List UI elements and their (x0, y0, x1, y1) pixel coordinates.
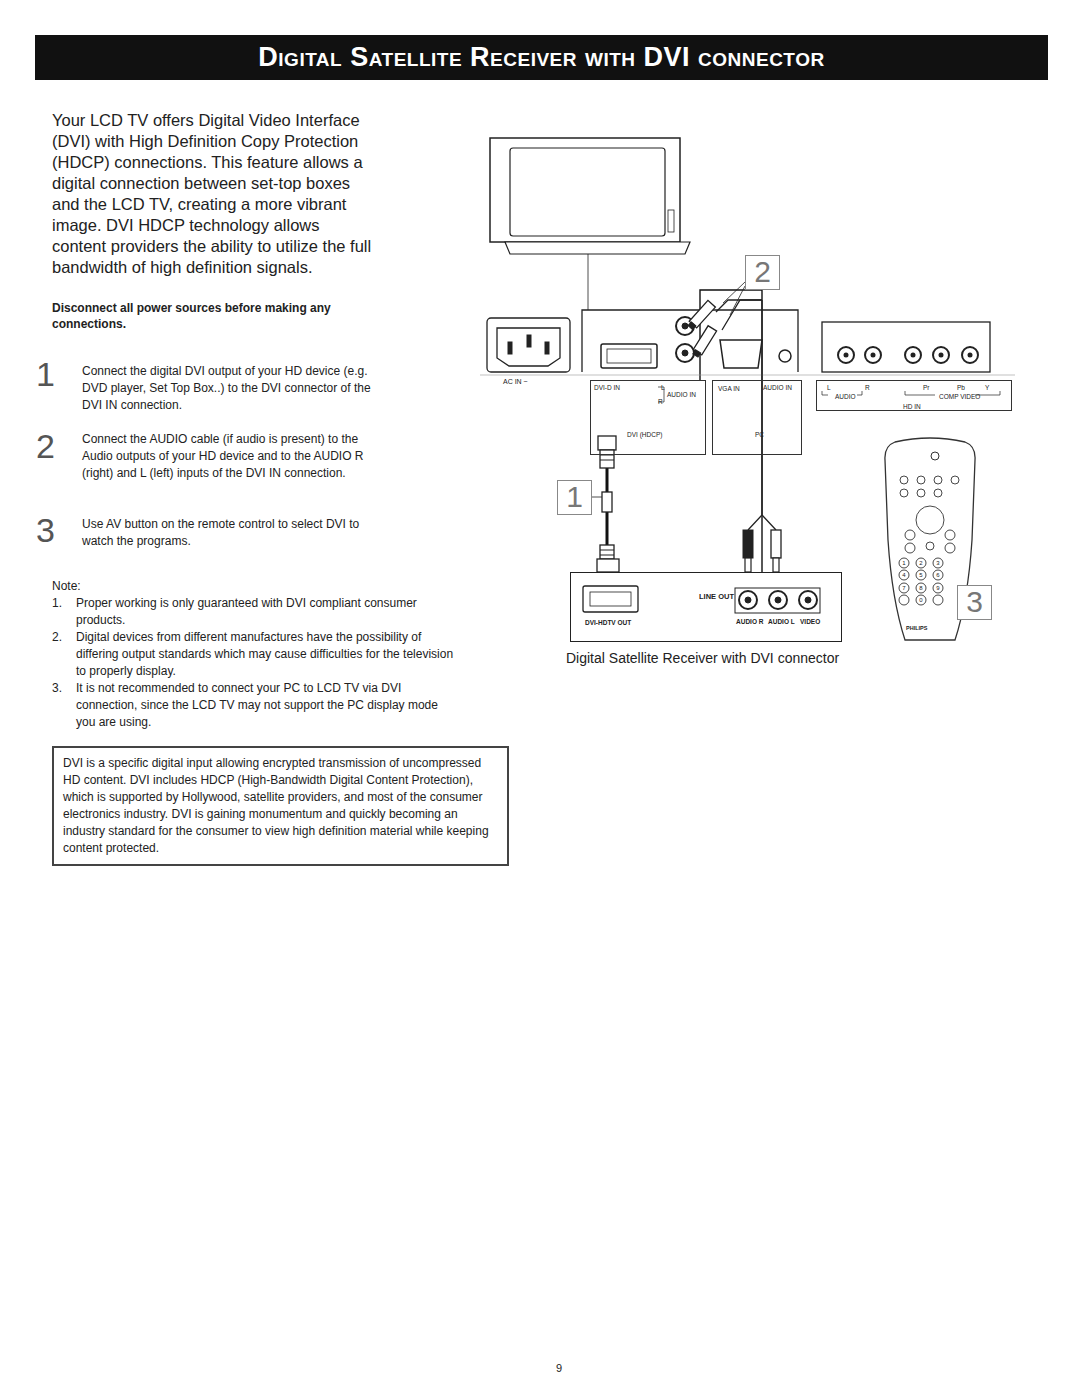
title: Digital Satellite Receiver with DVI conn… (35, 35, 1048, 80)
intro-text: Your LCD TV offers Digital Video Interfa… (52, 110, 372, 278)
port-label: DVI-D IN (594, 384, 620, 391)
warning-text: Disconnect all power sources before maki… (52, 300, 382, 332)
port-box: L R Pr Pb Y AUDIO COMP VIDEO HD IN (816, 380, 1012, 411)
step-text: Use AV button on the remote control to s… (82, 516, 387, 550)
port-label: COMP VIDEO (939, 393, 980, 400)
page-number: 9 (556, 1362, 562, 1375)
port-label: AUDIO IN (763, 384, 792, 391)
note-text: DVI is a specific digital input allowing… (54, 748, 507, 864)
remote-key: 1 (899, 560, 909, 567)
note-text: It is not recommended to connect your PC… (76, 680, 456, 731)
port-label: AC IN ~ (503, 378, 528, 386)
port-label: Pb (957, 384, 965, 391)
remote-key: 3 (933, 560, 943, 567)
caption: Digital Satellite Receiver with DVI conn… (566, 650, 839, 666)
port-label: Pr (923, 384, 930, 391)
callout-box: 1 (557, 480, 592, 515)
note-number: 1. (52, 595, 62, 612)
remote-key: 0 (916, 597, 926, 604)
step-text: Connect the AUDIO cable (if audio is pre… (82, 431, 377, 482)
port-label: DVI-HDTV OUT (585, 619, 631, 626)
step-number: 2 (36, 428, 55, 464)
remote-key: 8 (916, 585, 926, 592)
port-label: AUDIO L (768, 618, 795, 625)
remote-key: 9 (933, 585, 943, 592)
port-label: R (658, 398, 663, 405)
ac-inlet (487, 318, 570, 372)
dvi-plugs (597, 436, 619, 572)
port-box: DVI-D IN LAUDIO IN R DVI (HDCP) (590, 380, 706, 455)
input-panel (480, 310, 1015, 402)
callout-box: 3 (957, 585, 992, 620)
receiver-jacks (583, 586, 820, 613)
title-band: Digital Satellite Receiver with DVI conn… (35, 35, 1048, 80)
port-label: DVI (HDCP) (627, 431, 662, 438)
callout-number: 3 (958, 586, 991, 618)
port-label: VIDEO (800, 618, 820, 625)
step-number: 1 (36, 356, 55, 392)
note-text: Proper working is only guaranteed with D… (76, 595, 456, 629)
note-number: 3. (52, 680, 62, 697)
step-number: 3 (36, 512, 55, 548)
remote-key: 4 (899, 572, 909, 579)
remote-key: 6 (933, 572, 943, 579)
port-label: L (661, 384, 665, 391)
callout-box: 2 (745, 255, 780, 290)
port-label: AUDIO R (736, 618, 763, 625)
receiver-box: LINE OUT AUDIO R AUDIO L VIDEO DVI-HDTV OUT (570, 572, 842, 642)
port-label: Y (985, 384, 989, 391)
note-box: DVI is a specific digital input allowing… (52, 746, 509, 866)
step-text: Connect the digital DVI output of your H… (82, 363, 377, 414)
note-number: 2. (52, 629, 62, 646)
port-label: LINE OUT (699, 593, 734, 602)
remote-key: 7 (899, 585, 909, 592)
callout-number: 1 (558, 481, 591, 513)
note-text: Digital devices from different manufactu… (76, 629, 456, 680)
remote-key: 2 (916, 560, 926, 567)
port-label: L (827, 384, 831, 391)
port-label: AUDIO (835, 393, 856, 400)
audio-plugs-top (687, 300, 762, 358)
callout-number: 2 (746, 256, 779, 288)
note-heading: Note: (52, 578, 81, 595)
port-label: AUDIO IN (667, 391, 696, 398)
audio-plugs-bottom (743, 300, 781, 572)
port-label: HD IN (903, 403, 921, 410)
lcd-tv (490, 138, 690, 310)
port-label: VGA IN (718, 385, 740, 392)
port-label: R (865, 384, 870, 391)
port-label: PC (755, 431, 764, 438)
port-box: VGA IN AUDIO IN PC (712, 380, 802, 455)
brand-label: PHILIPS (906, 625, 927, 631)
remote-key: 5 (916, 572, 926, 579)
